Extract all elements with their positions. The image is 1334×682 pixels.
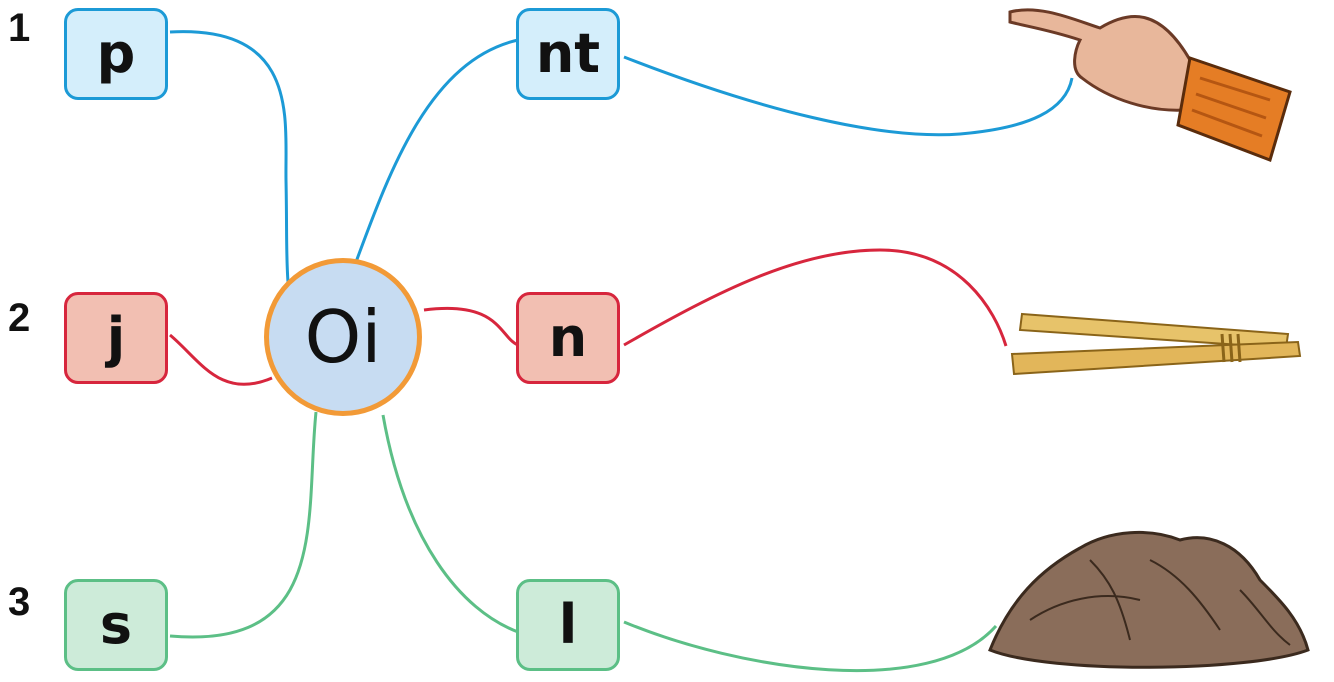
connector-n-to-sticks xyxy=(623,248,1008,347)
tied-sticks-picture xyxy=(1010,312,1302,376)
row-number-2: 2 xyxy=(8,296,31,340)
center-oi-circle: Oi xyxy=(264,258,422,416)
connector-oi-to-nt xyxy=(354,38,519,263)
suffix-box-l: l xyxy=(516,579,620,671)
soil-pile-picture xyxy=(988,531,1310,669)
prefix-box-s: s xyxy=(64,579,168,671)
suffix-box-n: n xyxy=(516,292,620,384)
connector-l-to-soil xyxy=(623,620,998,673)
row-number-3: 3 xyxy=(8,580,31,624)
connector-j-to-oi xyxy=(169,333,273,386)
prefix-box-p: p xyxy=(64,8,168,100)
row-number-1: 1 xyxy=(8,6,31,50)
suffix-box-nt: nt xyxy=(516,8,620,100)
connector-oi-to-l xyxy=(381,414,519,634)
connector-p-to-oi xyxy=(169,30,290,283)
connector-oi-to-n xyxy=(423,306,519,347)
connector-nt-to-hand xyxy=(623,55,1074,137)
prefix-box-j: j xyxy=(64,292,168,384)
pointing-hand-picture xyxy=(1008,8,1292,162)
connector-s-to-oi xyxy=(169,411,318,639)
